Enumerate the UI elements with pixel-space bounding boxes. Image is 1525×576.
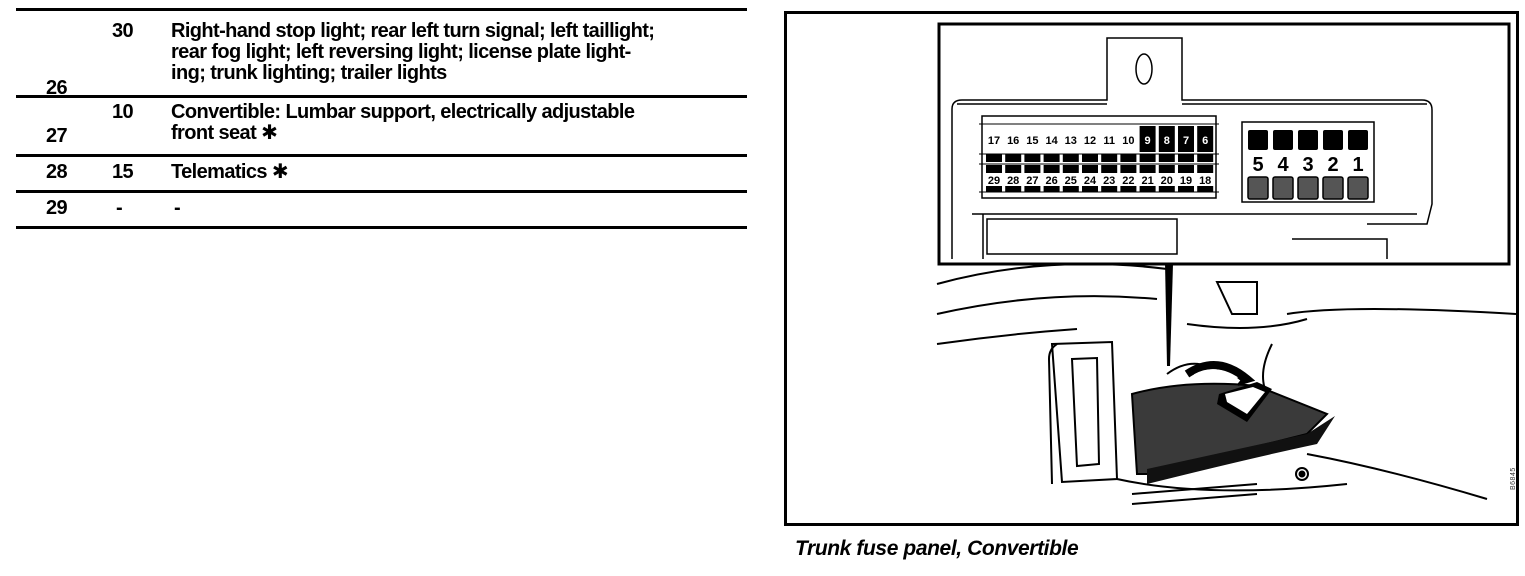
mini-fuse-slot-27: 27 [1024,165,1041,192]
fuse-label-28: 28 [1007,175,1019,187]
amp-rating: 10 [112,101,134,123]
fuse-label-11: 11 [1103,135,1115,147]
removal-arrow-icon [1184,361,1272,422]
mini-fuse-slot-11: 11 [1101,135,1118,162]
mini-fuse-slot-7: 7 [1178,126,1194,162]
fuse-description: Telematics ✱ [171,161,289,183]
mini-fuses: 17 16 15 14 13 12 11 10 9 8 7 6 29 28 27 26 25 24 23 22 21 20… [986,126,1214,192]
fuse-label-18: 18 [1199,175,1211,187]
mini-fuse-slot-12: 12 [1082,135,1098,162]
pointer-line [1165,262,1173,366]
table-top-rule [16,8,747,11]
table-rule [16,190,747,193]
fuse-label-19: 19 [1180,175,1192,187]
fuse-box-body [951,37,1433,259]
fuse-label-2: 2 [1327,154,1338,176]
fuse-table: 30 Right-hand stop light; rear left turn… [16,8,747,229]
mini-fuse-slot-9: 9 [1139,126,1156,162]
fuse-label-14: 14 [1045,135,1058,147]
table-row-27: 10 Convertible: Lumbar support, electric… [16,98,747,154]
table-row-29: 29 - - [16,193,747,226]
mini-fuse-slot-22: 22 [1120,165,1137,192]
mini-fuse-slot-24: 24 [1082,165,1098,192]
table-bottom-rule [16,226,747,229]
fuse-label-29: 29 [988,175,1000,187]
mini-fuse-slot-10: 10 [1120,135,1137,162]
mini-fuse-slot-20: 20 [1158,165,1175,192]
mini-fuse-slot-18: 18 [1197,165,1214,192]
fuse-label-21: 21 [1141,175,1153,187]
fuse-label-20: 20 [1161,175,1173,187]
maxi-fuse-slot-5: 5 [1247,130,1269,200]
desc-line: Convertible: Lumbar support, electricall… [171,102,747,123]
fuse-label-6: 6 [1202,135,1208,147]
fuse-label-12: 12 [1084,135,1096,147]
mini-fuse-slot-6: 6 [1197,126,1214,162]
fuse-label-1: 1 [1352,154,1363,176]
mini-fuse-slot-8: 8 [1158,126,1175,162]
fuse-label-17: 17 [988,135,1000,147]
table-row-26: 30 Right-hand stop light; rear left turn… [16,11,747,99]
fuse-label-8: 8 [1164,135,1170,147]
figure-caption: Trunk fuse panel, Convertible [795,537,1079,560]
fuse-label-10: 10 [1122,135,1134,147]
fuse-label-27: 27 [1026,175,1038,187]
mini-fuse-slot-14: 14 [1043,135,1060,162]
fuse-number: 29 [46,197,68,219]
fuse-description: Right-hand stop light; rear left turn si… [171,21,747,84]
desc-bold-prefix: Convertible: [171,101,281,123]
mini-fuse-slot-21: 21 [1139,165,1156,192]
mini-fuse-slot-13: 13 [1062,135,1079,162]
amp-rating: 15 [112,161,134,183]
fuse-number: 26 [46,77,68,99]
fuse-label-13: 13 [1065,135,1077,147]
fuse-label-25: 25 [1065,175,1077,187]
table-row-28: 28 15 Telematics ✱ [16,157,747,190]
fuse-label-24: 24 [1084,175,1097,187]
fuse-cover [1130,382,1335,484]
mini-fuse-slot-26: 26 [1043,165,1060,192]
fuse-label-22: 22 [1122,175,1134,187]
fuse-number: 28 [46,161,68,183]
mini-fuse-slot-23: 23 [1101,165,1118,192]
fuse-label-15: 15 [1026,135,1038,147]
fuse-description: Convertible: Lumbar support, electricall… [171,102,747,144]
fuse-label-26: 26 [1045,175,1057,187]
mini-fuse-slot-29: 29 [986,165,1002,192]
mini-fuse-slot-16: 16 [1005,135,1022,162]
maxi-fuse-slot-3: 3 [1297,130,1319,200]
amp-rating: 30 [112,20,134,42]
fuse-label-16: 16 [1007,135,1019,147]
maxi-fuse-slot-1: 1 [1347,130,1369,200]
fuse-label-5: 5 [1252,154,1263,176]
fuse-description: - [174,197,181,219]
fuse-label-23: 23 [1103,175,1115,187]
trunk-scene [936,263,1516,505]
mini-fuse-slot-17: 17 [986,135,1002,162]
fuse-label-4: 4 [1277,154,1289,176]
maxi-fuse-slot-2: 2 [1322,130,1344,200]
fuse-number: 27 [46,125,68,147]
desc-line: rear fog light; left reversing light; li… [171,41,631,63]
table-rule [16,154,747,157]
table-rule [16,95,747,98]
maxi-fuse-slot-4: 4 [1272,130,1294,200]
mini-fuse-slot-28: 28 [1005,165,1022,192]
amp-rating: - [116,197,123,219]
desc-text: Lumbar support, electrically adjustable [280,101,635,123]
desc-line: ing; trunk lighting; trailer lights [171,62,447,84]
mini-fuse-slot-15: 15 [1024,135,1041,162]
fuse-label-9: 9 [1145,135,1151,147]
figure-code: B6845 [1510,467,1517,490]
mini-fuse-slot-25: 25 [1062,165,1079,192]
desc-line: Right-hand stop light; rear left turn si… [171,20,655,42]
fuse-label-3: 3 [1302,154,1313,176]
mini-fuse-slot-19: 19 [1178,165,1194,192]
fuse-label-7: 7 [1183,135,1189,147]
desc-line: front seat ✱ [171,122,278,144]
